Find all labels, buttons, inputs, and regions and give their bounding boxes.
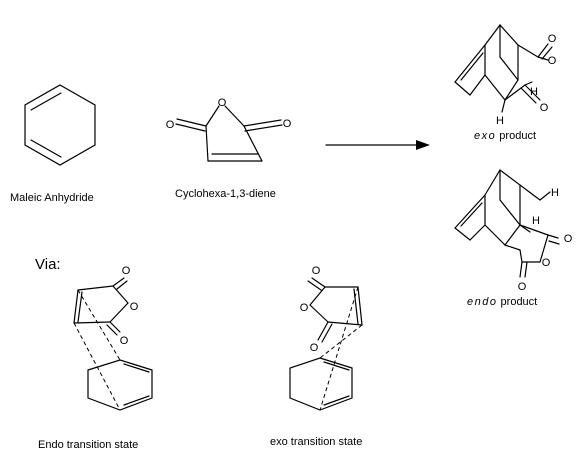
left-molecule-label: Maleic Anhydride — [10, 192, 94, 204]
carbonyl-oxygen-label: O — [166, 119, 175, 131]
maleic-anhydride-structure: O O O — [166, 97, 292, 162]
hydrogen-label: H — [532, 215, 540, 227]
carbonyl-oxygen-label: O — [564, 233, 573, 245]
carbonyl-oxygen-label: O — [312, 265, 321, 277]
carbonyl-oxygen-label: O — [122, 265, 131, 277]
via-label: Via: — [35, 256, 61, 273]
carbonyl-oxygen-label: O — [540, 102, 549, 114]
exo-product-prefix: exo — [474, 130, 497, 142]
endo-product-structure: H H O O O — [454, 169, 573, 293]
hydrogen-label: H — [496, 115, 504, 127]
endo-transition-state-structure: O O O — [73, 265, 153, 411]
ring-oxygen-label: O — [542, 257, 551, 269]
carbonyl-oxygen-label: O — [548, 33, 557, 45]
hydrogen-label: H — [530, 86, 538, 98]
endo-product-caption: endo product — [467, 297, 537, 308]
cyclohexadiene-structure — [24, 84, 96, 166]
carbonyl-oxygen-label: O — [283, 118, 292, 130]
exo-transition-state-label: exo transition state — [270, 436, 363, 448]
ring-oxygen-label: O — [218, 97, 227, 109]
carbonyl-oxygen-label: O — [518, 281, 527, 293]
exo-product-structure: O O O H H — [454, 24, 557, 127]
carbonyl-oxygen-label: O — [310, 342, 319, 354]
reaction-arrow — [325, 140, 430, 150]
carbonyl-oxygen-label: O — [120, 335, 129, 347]
hydrogen-label: H — [551, 187, 559, 199]
endo-product-suffix: product — [497, 296, 538, 308]
ring-oxygen-label: O — [548, 55, 557, 67]
right-molecule-label: Cyclohexa-1,3-diene — [175, 188, 276, 200]
exo-product-suffix: product — [496, 130, 536, 142]
exo-transition-state-structure: O O O — [289, 265, 363, 411]
exo-product-caption: exo product — [474, 131, 536, 142]
ring-oxygen-label: O — [130, 301, 139, 313]
endo-product-prefix: endo — [467, 296, 498, 308]
endo-transition-state-label: Endo transition state — [38, 439, 139, 451]
ring-oxygen-label: O — [300, 302, 309, 314]
